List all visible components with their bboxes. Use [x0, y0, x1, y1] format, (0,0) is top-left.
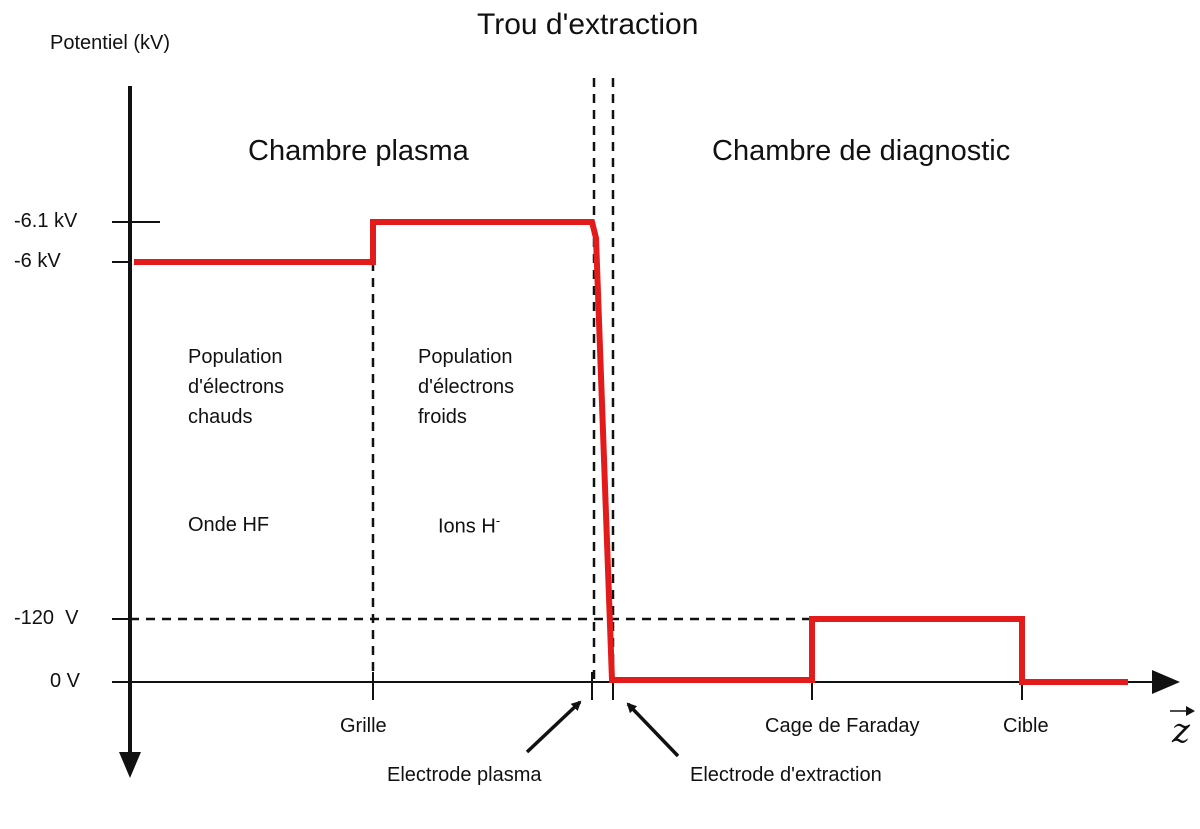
- tick-label-6kv: -6 kV: [14, 250, 61, 272]
- hf-wave-label: Onde HF: [188, 514, 270, 536]
- h-ions-text: Ions H: [438, 515, 496, 538]
- tick-label-0v: 0 V: [50, 670, 81, 692]
- tick-label-120v: -120 V: [14, 607, 79, 629]
- grille-label: Grille: [340, 715, 387, 737]
- z-axis-label: z: [1172, 711, 1190, 751]
- y-axis-label: Potentiel (kV): [50, 32, 171, 54]
- electrode-extraction-arrow: [626, 702, 680, 758]
- z-vector-arrowhead: [1186, 706, 1195, 716]
- tick-label-6-1kv: -6.1 kV: [14, 210, 78, 232]
- z-axis-arrowhead: [1152, 670, 1180, 694]
- cage-label: Cage de Faraday: [765, 715, 920, 737]
- electrode-extraction-label: Electrode d'extraction: [690, 764, 882, 786]
- hot-electrons-line-1: Population: [188, 346, 283, 368]
- cold-electrons-line-2: d'électrons: [418, 376, 515, 398]
- diagnostic-chamber-label: Chambre de diagnostic: [712, 135, 1011, 167]
- y-axis-arrowhead: [119, 752, 141, 778]
- hot-electrons-line-3: chauds: [188, 406, 253, 428]
- cold-electrons-line-3: froids: [418, 406, 467, 428]
- diagram-title: Trou d'extraction: [477, 8, 699, 41]
- potential-profile: [134, 219, 1128, 685]
- cible-label: Cible: [1003, 715, 1049, 737]
- electrode-plasma-label: Electrode plasma: [387, 764, 542, 786]
- hot-electrons-line-2: d'électrons: [188, 376, 285, 398]
- electrode-plasma-arrow: [525, 700, 582, 754]
- h-ions-charge: -: [495, 513, 501, 528]
- cold-electrons-line-1: Population: [418, 346, 513, 368]
- plasma-chamber-label: Chambre plasma: [248, 135, 469, 167]
- h-ions-label: Ions H-: [438, 513, 501, 539]
